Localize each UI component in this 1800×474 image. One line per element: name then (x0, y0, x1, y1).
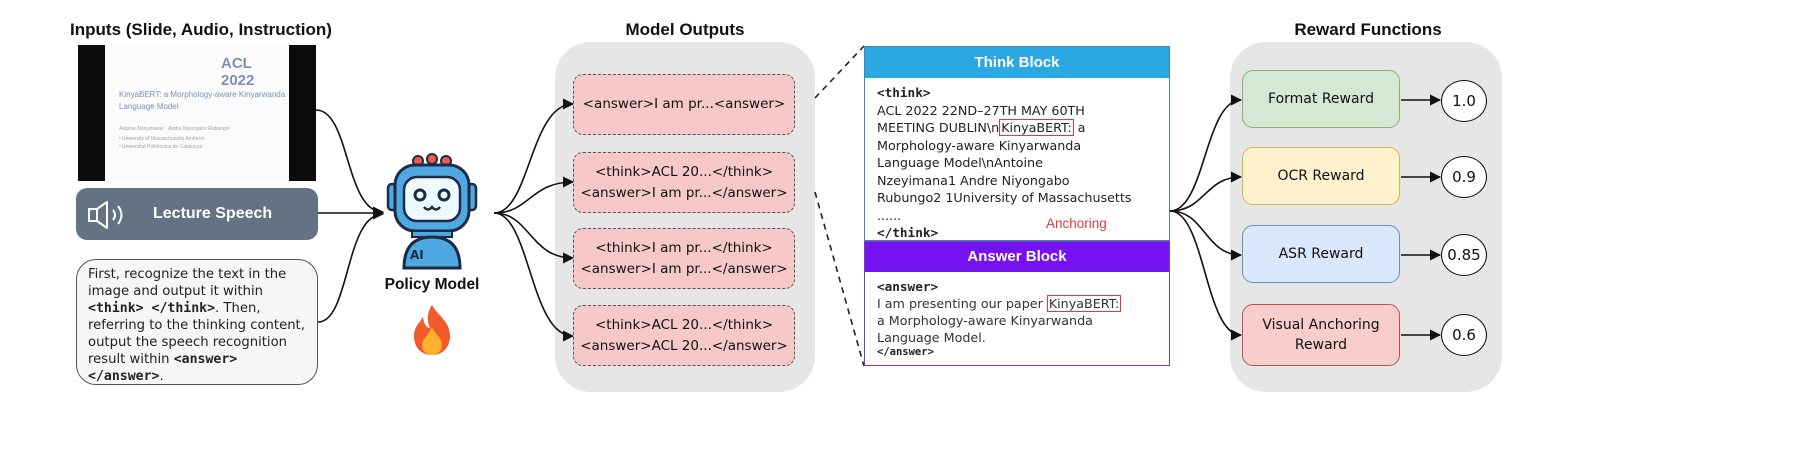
visual-anchoring-reward-label: Visual Anchoring Reward (1262, 317, 1380, 353)
asr-reward-score: 0.85 (1441, 234, 1487, 276)
slide-authors: Antoine Nzeyimana¹ · Andre Niyongabo Rub… (119, 126, 231, 132)
fire-icon (414, 305, 450, 355)
arrow-slide-to-policy (315, 109, 385, 218)
model-output-3: <think>I am pr...</think> <answer>I am p… (573, 228, 795, 289)
think-line-6: Rubungo2 1University of Massachusetts (877, 190, 1132, 205)
answer-block-header: Answer Block (865, 242, 1169, 272)
think-line-3: Morphology-aware Kinyarwanda (877, 137, 1082, 153)
instruction-answer-tag: <answer> </answer> (88, 352, 238, 384)
arrow-to-format-reward (1169, 94, 1243, 212)
think-line-2a: MEETING DUBLIN\n (877, 120, 1000, 135)
model-output-4: <think>ACL 20...</think> <answer>ACL 20.… (573, 305, 795, 366)
think-open-tag: <think> (877, 85, 931, 100)
arrow-to-visual-anchoring-reward (1169, 210, 1243, 341)
zoom-line-top (814, 45, 865, 99)
think-line-7: ...... (877, 207, 902, 223)
arrow-policy-to-output-3 (493, 212, 575, 264)
robot-icon: AI (386, 153, 478, 270)
answer-block-content: <answer> I am presenting our paper Kinya… (865, 272, 1169, 365)
ocr-reward-label: OCR Reward (1277, 168, 1365, 184)
asr-reward-box: ASR Reward (1242, 225, 1400, 283)
visual-anchoring-reward-score: 0.6 (1441, 314, 1487, 356)
arrow-to-asr-reward (1169, 210, 1243, 261)
arrow-instruction-to-policy (317, 208, 385, 323)
think-line-4: Language Model\nAntoine (877, 155, 1043, 170)
answer-line-2: a Morphology-aware Kinyarwanda (877, 313, 1093, 328)
answer-line-3: Language Model. (877, 330, 986, 345)
think-highlight-kinyabert: KinyaBERT: (999, 119, 1074, 136)
answer-line-1a: I am presenting our paper (877, 296, 1047, 311)
output-2-line-2: <answer>I am pr...</answer> (580, 184, 788, 201)
arrow-policy-to-output-2 (493, 176, 575, 214)
output-1-line-1: <answer>I am pr...<answer> (582, 96, 786, 112)
output-3-line-1: <think>I am pr...</think> (595, 239, 773, 256)
format-reward-label: Format Reward (1268, 91, 1374, 107)
reward-functions-header: Reward Functions (1294, 20, 1442, 39)
answer-line-1: I am presenting our paper KinyaBERT: (877, 295, 1157, 312)
think-block: Think Block <think> ACL 2022 22ND–27TH M… (864, 46, 1170, 241)
instruction-think-tag: <think> </think> (88, 301, 216, 316)
instruction-text-3: . (159, 369, 164, 384)
output-2-line-1: <think>ACL 20...</think> (594, 163, 774, 180)
think-block-content: <think> ACL 2022 22ND–27TH MAY 60TH MEET… (865, 78, 1169, 248)
svg-text:AI: AI (410, 248, 424, 262)
slide-affiliation-1: ¹ University of Massachusetts Amherst (119, 136, 205, 142)
model-outputs-header: Model Outputs (625, 20, 745, 39)
lecture-speech-box: Lecture Speech (76, 188, 318, 240)
asr-reward-label: ASR Reward (1278, 246, 1364, 262)
lecture-slide: ACL 2022 KinyaBERT: a Morphology-aware K… (78, 45, 316, 181)
output-4-line-1: <think>ACL 20...</think> (594, 316, 774, 333)
think-block-header: Think Block (865, 47, 1169, 78)
ocr-reward-score: 0.9 (1441, 156, 1487, 198)
arrow-policy-to-output-1 (493, 98, 575, 214)
visual-anchoring-reward-box: Visual Anchoring Reward (1242, 304, 1400, 366)
format-reward-box: Format Reward (1242, 70, 1400, 128)
lecture-speech-label: Lecture Speech (153, 205, 273, 222)
speaker-icon (88, 201, 123, 229)
answer-highlight-kinyabert: KinyaBERT: (1046, 295, 1122, 312)
slide-title-line1: KinyaBERT: a Morphology-aware Kinyarwand… (119, 90, 286, 99)
inputs-header: Inputs (Slide, Audio, Instruction) (70, 20, 332, 39)
instruction-text-2: . Then, referring to the thinking conten… (88, 301, 305, 367)
anchoring-label: Anchoring (1044, 216, 1109, 231)
slide-page: ACL 2022 KinyaBERT: a Morphology-aware K… (105, 45, 289, 181)
arrow-to-ocr-reward (1169, 171, 1243, 212)
zoom-line-bottom (814, 191, 865, 367)
instruction-box: First, recognize the text in the image a… (76, 259, 318, 385)
arrow-policy-to-output-4 (493, 212, 575, 342)
think-close-tag: </think> (877, 225, 939, 240)
instruction-text-1: First, recognize the text in the image a… (88, 267, 287, 299)
answer-block: Answer Block <answer> I am presenting ou… (864, 241, 1170, 366)
think-line-1: ACL 2022 22ND–27TH MAY 60TH (877, 102, 1085, 118)
slide-conference: ACL 2022 (221, 55, 255, 89)
ocr-reward-box: OCR Reward (1242, 147, 1400, 205)
output-4-line-2: <answer>ACL 20...</answer> (580, 337, 788, 354)
think-line-2c: a (1073, 120, 1086, 135)
model-output-1: <answer>I am pr...<answer> (573, 74, 795, 135)
output-3-line-2: <answer>I am pr...</answer> (580, 260, 788, 277)
slide-affiliation-2: ² Universitat Politècnica de Catalunya (119, 144, 203, 150)
think-line-5: Nzeyimana1 Andre Niyongabo (877, 172, 1070, 188)
policy-model-label: Policy Model (384, 276, 480, 293)
format-reward-score: 1.0 (1441, 80, 1487, 122)
answer-close-tag: </answer> (877, 346, 934, 358)
model-output-2: <think>ACL 20...</think> <answer>I am pr… (573, 152, 795, 213)
slide-title-line2: Language Model (119, 102, 179, 111)
answer-open-tag: <answer> (877, 279, 939, 294)
